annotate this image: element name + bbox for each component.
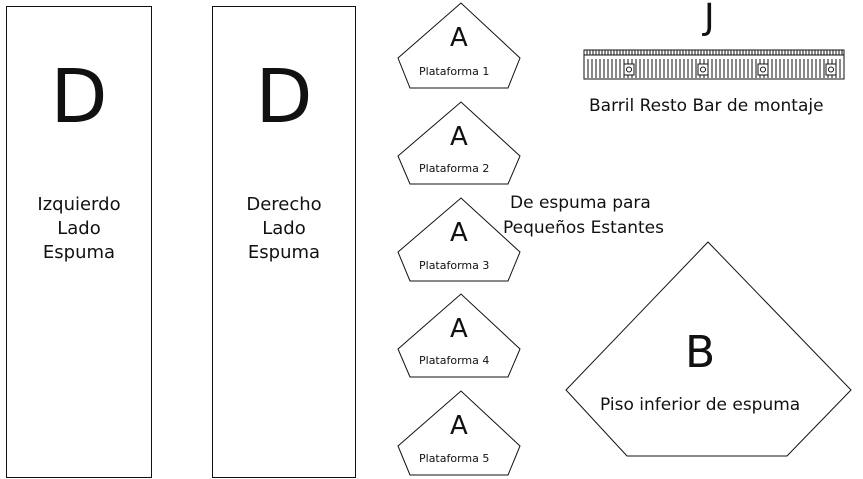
barrel-bar-graphic (583, 49, 845, 80)
bar-mount-bolt (623, 63, 635, 76)
bar-label: Barril Resto Bar de montaje (589, 96, 824, 116)
shelf-4-label: Plataforma 4 (419, 354, 490, 367)
shelf-2-letter: A (450, 122, 468, 152)
shelves-caption-line-2: Pequeños Estantes (503, 218, 665, 238)
shelf-3-letter: A (450, 218, 468, 248)
left-panel-label-line-1: Izquierdo (37, 194, 121, 215)
shelf-1-label: Plataforma 1 (419, 65, 490, 78)
bar-mount-hole (700, 66, 706, 73)
right-panel-label: Derecho Lado Espuma (213, 193, 355, 265)
left-panel-label: Izquierdo Lado Espuma (7, 193, 151, 265)
right-side-foam-panel: D Derecho Lado Espuma (212, 6, 356, 478)
bar-mount-hole (828, 66, 834, 73)
shelf-3-label: Plataforma 3 (419, 259, 490, 272)
shelf-4-shape (397, 293, 521, 378)
shelf-5-letter: A (450, 411, 468, 441)
floor-label: Piso inferior de espuma (600, 395, 801, 415)
bar-mount-bolt (697, 63, 709, 76)
bar-mount-hole (760, 66, 766, 73)
shelf-5-shape (397, 390, 521, 476)
right-panel-label-line-1: Derecho (246, 194, 322, 215)
shelves-caption-line-1: De espuma para (510, 193, 651, 213)
bar-letter: J (704, 0, 715, 38)
shelf-5-label: Plataforma 5 (419, 452, 490, 465)
shelf-3-shape (397, 197, 521, 282)
right-panel-label-line-3: Espuma (247, 242, 321, 263)
floor-letter: B (685, 327, 716, 378)
shelf-2-shape (397, 101, 521, 185)
shelf-1-letter: A (450, 23, 468, 53)
shelf-4-letter: A (450, 314, 468, 344)
shelf-2-label: Plataforma 2 (419, 162, 490, 175)
left-panel-label-line-2: Lado (57, 218, 101, 239)
bar-mount-bolt (757, 63, 769, 76)
shelf-1-shape (397, 2, 521, 89)
bar-mount-hole (626, 66, 632, 73)
floor-foam-shape (565, 241, 852, 457)
bar-mount-bolt (825, 63, 837, 76)
left-panel-label-line-3: Espuma (42, 242, 116, 263)
left-panel-letter: D (50, 54, 108, 140)
right-panel-label-line-2: Lado (262, 218, 306, 239)
right-panel-letter: D (255, 54, 313, 140)
left-side-foam-panel: D Izquierdo Lado Espuma (6, 6, 152, 478)
